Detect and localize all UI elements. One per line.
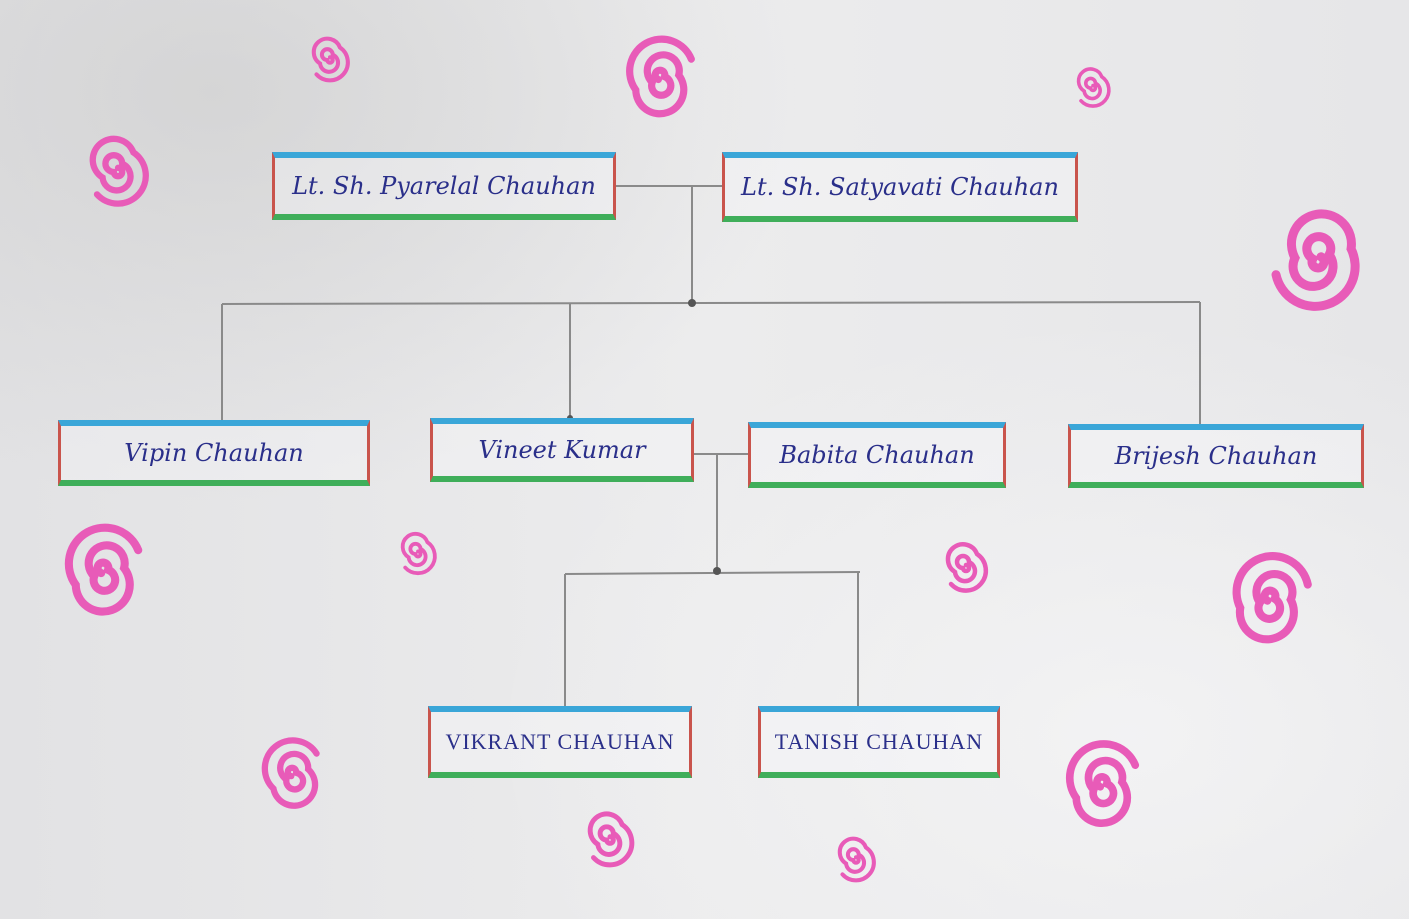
- sibling-bar: [221, 301, 1201, 305]
- spiral-icon: [617, 30, 699, 120]
- person-box-satyavati: Lt. Sh. Satyavati Chauhan: [722, 152, 1078, 222]
- spiral-icon: [93, 139, 146, 204]
- spiral-icon: [55, 518, 148, 620]
- person-box-babita: Babita Chauhan: [748, 422, 1006, 488]
- spiral-icon: [590, 814, 632, 865]
- person-name: Lt. Sh. Pyarelal Chauhan: [292, 172, 596, 200]
- person-name: VIKRANT CHAUHAN: [445, 729, 675, 754]
- spiral-icon: [948, 544, 986, 590]
- person-name: Vineet Kumar: [478, 436, 646, 464]
- person-name: Babita Chauhan: [779, 441, 975, 469]
- person-box-brijesh: Brijesh Chauhan: [1068, 424, 1364, 488]
- spiral-icon: [314, 39, 348, 81]
- spiral-icon: [1218, 543, 1319, 649]
- spiral-icon: [840, 839, 874, 881]
- person-box-vikrant: VIKRANT CHAUHAN: [428, 706, 692, 778]
- spiral-icon: [1264, 203, 1376, 321]
- spiral-icon: [400, 531, 437, 576]
- person-name: Vipin Chauhan: [124, 439, 304, 467]
- person-box-pyarelal: Lt. Sh. Pyarelal Chauhan: [272, 152, 616, 220]
- person-name: TANISH CHAUHAN: [774, 729, 984, 754]
- person-name: Brijesh Chauhan: [1114, 442, 1318, 470]
- junction-dot: [713, 567, 721, 575]
- person-box-vipin: Vipin Chauhan: [58, 420, 370, 486]
- spiral-icon: [1057, 734, 1144, 830]
- person-name: Lt. Sh. Satyavati Chauhan: [741, 173, 1059, 201]
- person-box-tanish: TANISH CHAUHAN: [758, 706, 1000, 778]
- spiral-icon: [259, 736, 322, 809]
- spiral-icon: [1076, 67, 1111, 108]
- grandchild-bar: [564, 571, 861, 575]
- person-box-vineet: Vineet Kumar: [430, 418, 694, 482]
- junction-dot: [688, 299, 696, 307]
